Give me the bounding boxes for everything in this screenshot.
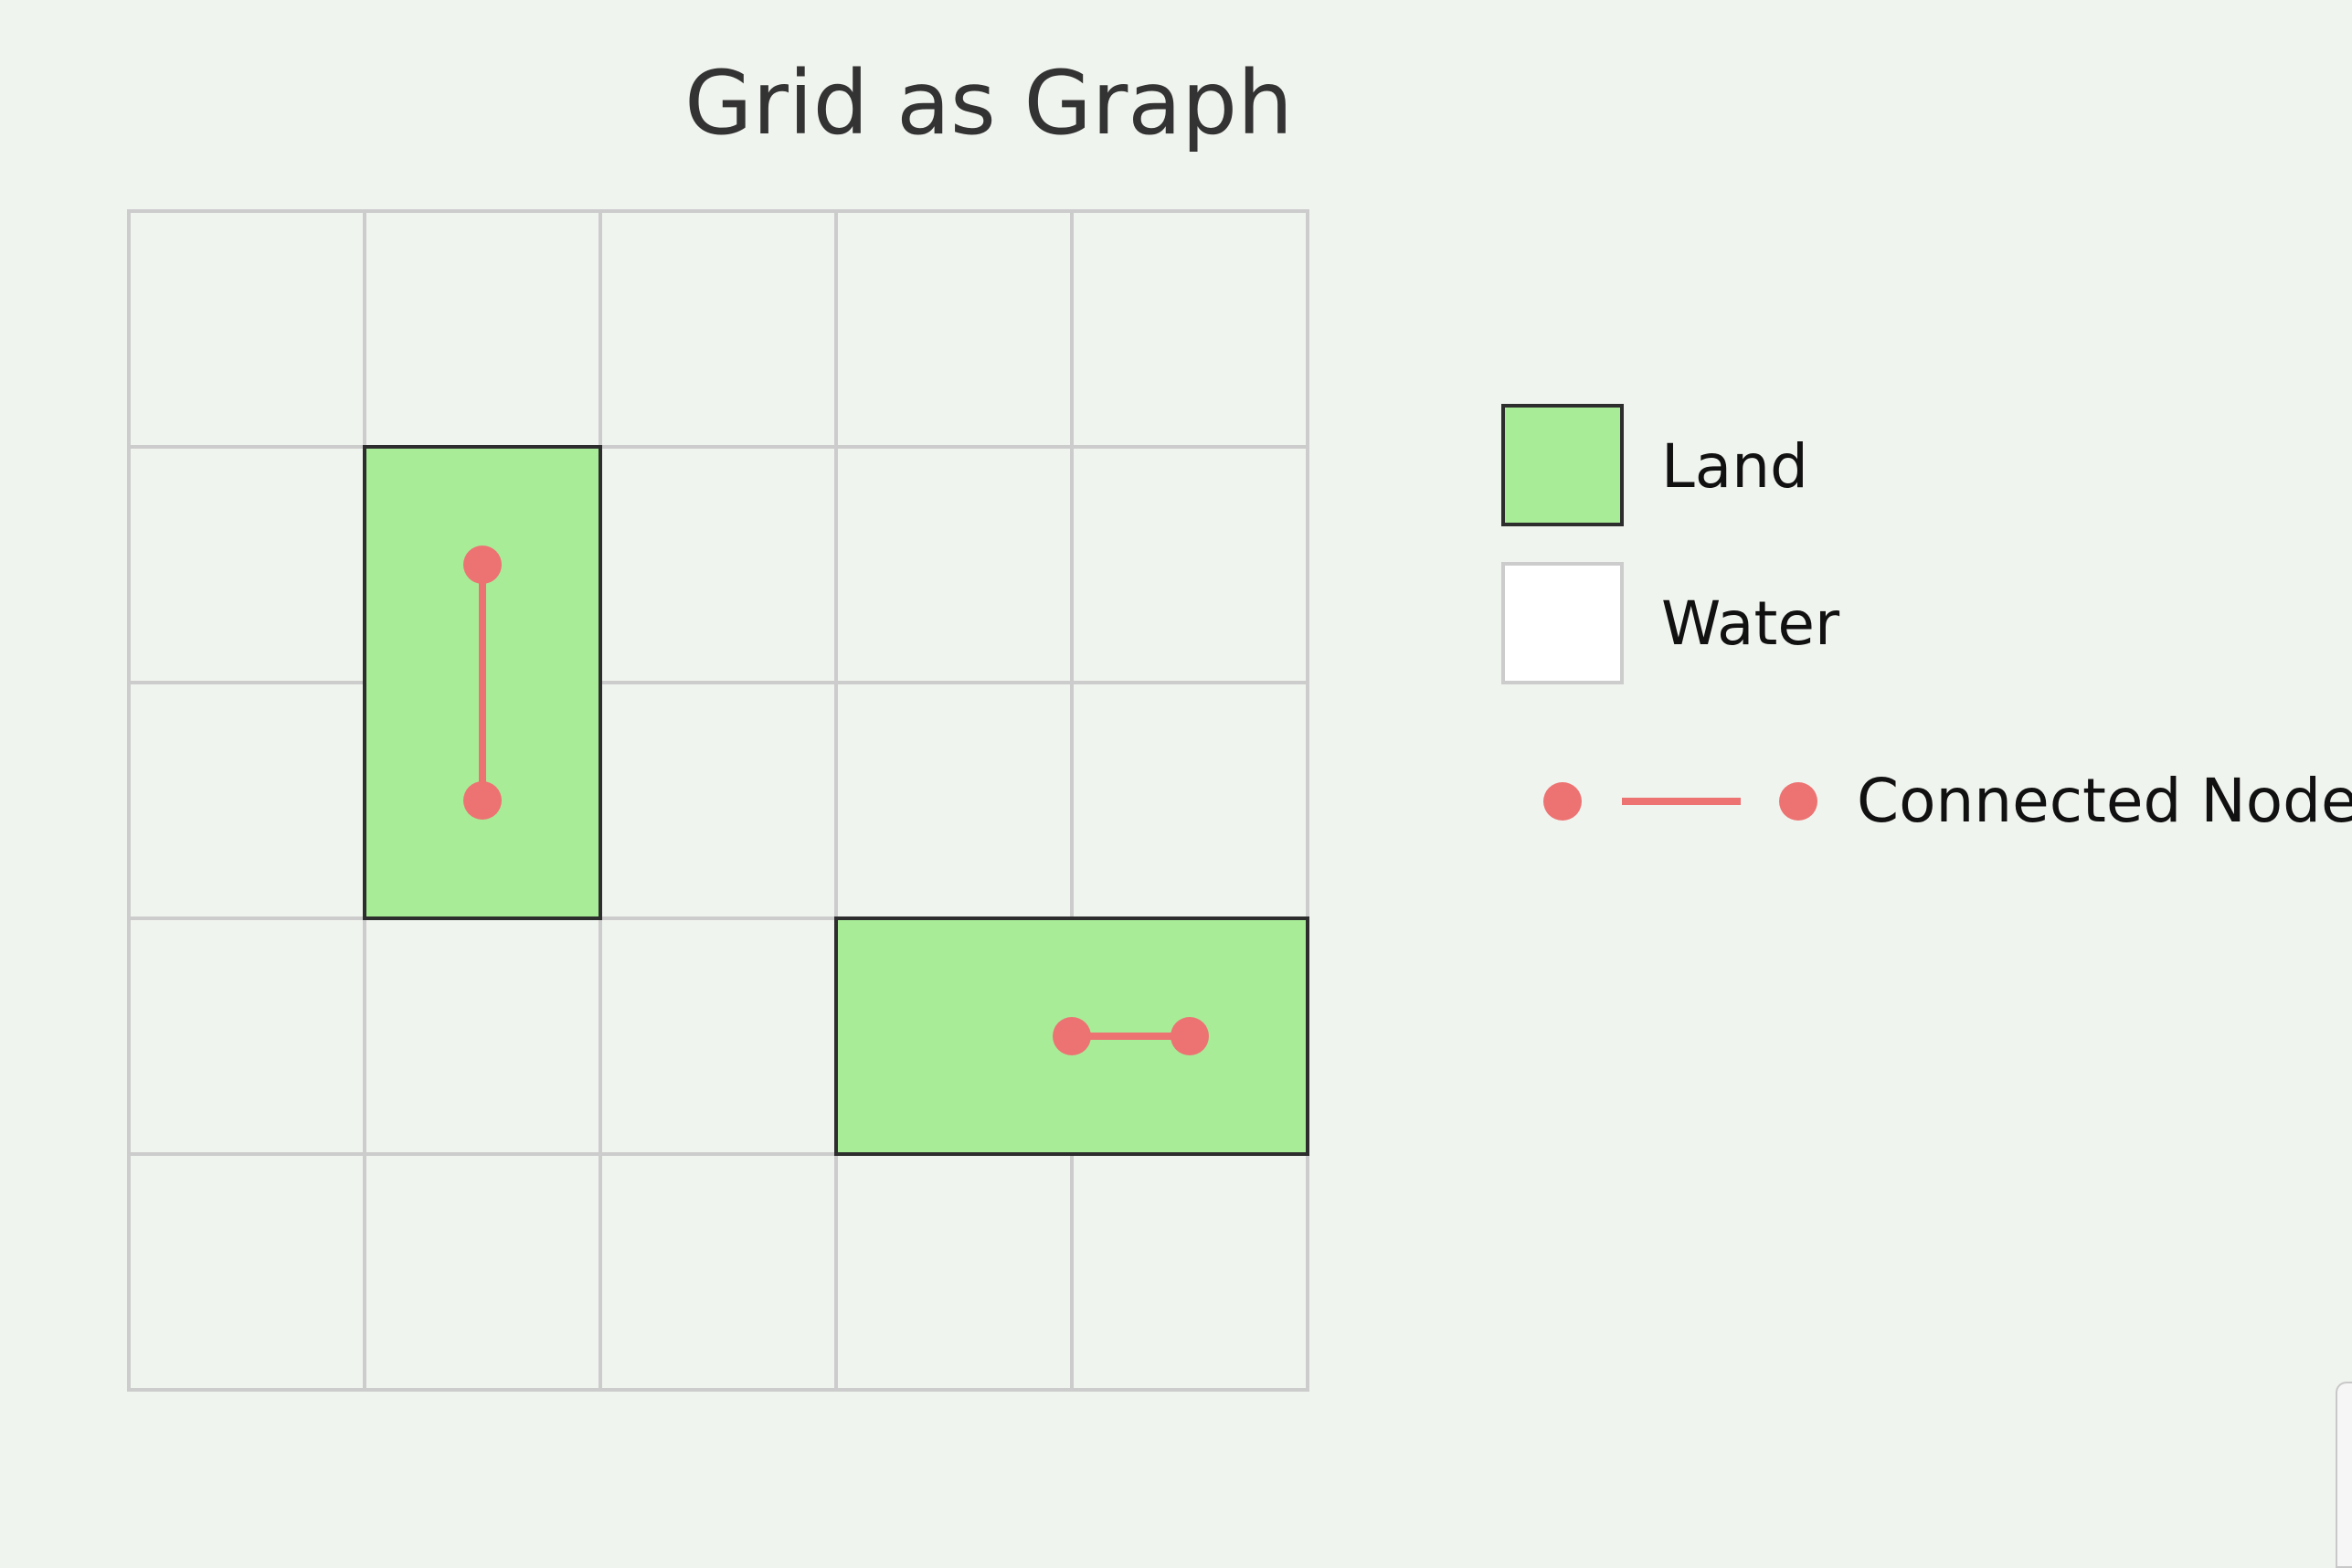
grid-cell-r0-c0 [127, 209, 366, 449]
grid-cell-r3-c2 [599, 916, 838, 1156]
grid-cell-r2-c3 [834, 681, 1074, 920]
legend-node-dot-left [1543, 782, 1582, 821]
grid-cell-r4-c2 [599, 1152, 838, 1392]
grid [127, 209, 1309, 1392]
grid-cell-r0-c2 [599, 209, 838, 449]
grid-cell-r2-c0 [127, 681, 366, 920]
vertical-island-node-1 [463, 781, 502, 820]
grid-cell-r4-c0 [127, 1152, 366, 1392]
grid-cell-r1-c3 [834, 445, 1074, 684]
corner-panel-tab[interactable] [2336, 1382, 2352, 1568]
legend-water-label: Water [1661, 588, 1840, 659]
grid-cell-r0-c4 [1070, 209, 1309, 449]
legend-node-dot-right [1779, 782, 1817, 821]
grid-cell-r4-c1 [363, 1152, 602, 1392]
graph-nodes [463, 546, 1209, 1055]
horizontal-island-node-1 [1171, 1017, 1209, 1055]
grid-cell-r1-c4 [1070, 445, 1309, 684]
legend-water-swatch [1501, 562, 1624, 684]
grid-cell-r3-c0 [127, 916, 366, 1156]
grid-cell-r1-c2 [599, 445, 838, 684]
grid-cell-r4-c4 [1070, 1152, 1309, 1392]
grid-cell-r2-c2 [599, 681, 838, 920]
grid-cell-r0-c3 [834, 209, 1074, 449]
legend-land-label: Land [1661, 431, 1808, 502]
legend-land-swatch [1501, 404, 1624, 526]
legend-nodes-label: Connected Nodes [1857, 766, 2352, 836]
horizontal-island-node-0 [1053, 1017, 1091, 1055]
grid-cell-r0-c1 [363, 209, 602, 449]
grid-cell-r2-c4 [1070, 681, 1309, 920]
grid-cell-r4-c3 [834, 1152, 1074, 1392]
diagram-title: Grid as Graph [684, 52, 1293, 154]
grid-cell-r3-c1 [363, 916, 602, 1156]
grid-cell-r1-c0 [127, 445, 366, 684]
vertical-island-node-0 [463, 546, 502, 584]
legend: Land Water Connected Nodes [1501, 404, 2352, 836]
